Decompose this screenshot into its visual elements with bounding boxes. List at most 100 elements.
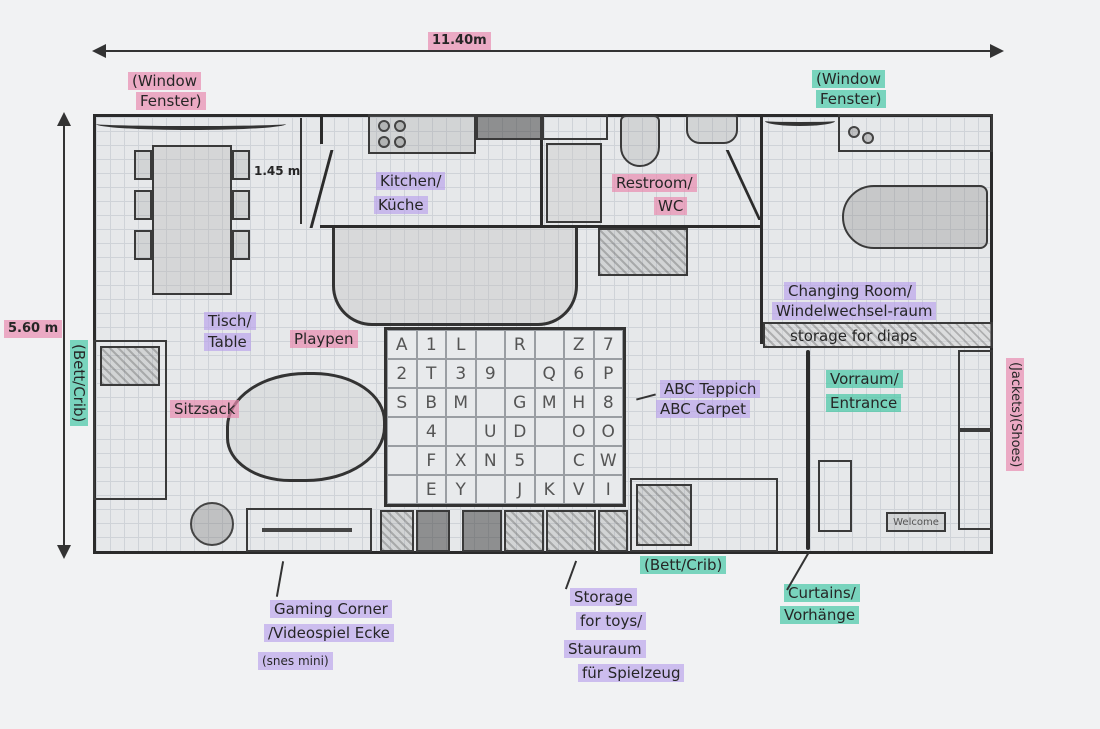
carpet-cell: 7: [593, 330, 623, 359]
kitchen-restroom-divider: [540, 140, 543, 228]
carpet-cell: M: [534, 388, 564, 417]
carpet-cell: 9: [475, 359, 505, 388]
carpet-cell: 1: [416, 330, 446, 359]
carpet-cell: [475, 388, 505, 417]
carpet-cell: [387, 446, 417, 475]
carpet-cell: P: [593, 359, 623, 388]
height-label: 5.60 m: [4, 320, 63, 338]
carpet-cell: M: [446, 388, 476, 417]
carpet-cell: K: [534, 475, 564, 504]
burner-icon: [394, 120, 406, 132]
carpet-cell: V: [564, 475, 594, 504]
carpet-cell: 4: [416, 417, 446, 446]
coat-rack: [958, 430, 993, 530]
arrow-up-icon: [57, 112, 71, 126]
kitchen-label-1: Kitchen/: [376, 172, 446, 190]
side-table-icon: [818, 460, 852, 532]
restroom-label-1: Restroom/: [612, 174, 697, 192]
chair-icon: [232, 190, 250, 220]
curtains-label-1: Curtains/: [784, 584, 860, 602]
carpet-cell: E: [416, 475, 446, 504]
restroom-wall-bottom: [540, 225, 760, 228]
changing-counter-icon: [838, 114, 993, 152]
toy-storage-bin: [462, 510, 502, 552]
gaming-label-3: (snes mini): [258, 652, 333, 670]
window-right-label-2: Fenster): [816, 90, 886, 108]
arrow-left-icon: [92, 44, 106, 58]
kitchen-depth-label: 1.45 m: [254, 164, 301, 178]
carpet-cell: [475, 330, 505, 359]
teddy-icon: [190, 502, 234, 546]
carpet-cell: [534, 446, 564, 475]
counter-icon: [476, 114, 542, 140]
jackets-shoes-label: (Jackets)(Shoes): [1006, 358, 1024, 472]
dining-table: [152, 145, 232, 295]
carpet-cell: H: [564, 388, 594, 417]
cabinet-icon: [598, 228, 688, 276]
chair-icon: [232, 150, 250, 180]
welcome-mat-label: Welcome: [893, 516, 939, 528]
shoe-rack: [958, 350, 993, 430]
crib-bottom: [630, 478, 778, 552]
carpet-cell: [505, 359, 535, 388]
crib-bottom-label: (Bett/Crib): [640, 556, 727, 574]
toy-storage-label-2: for toys/: [576, 612, 647, 630]
chair-icon: [134, 190, 152, 220]
toy-storage-label-3: Stauraum: [564, 640, 646, 658]
diaper-storage-shelf: [763, 322, 993, 348]
shower-icon: [546, 143, 602, 223]
carpet-cell: G: [505, 388, 535, 417]
kitchen-label-2: Küche: [374, 196, 428, 214]
kitchen-wall-bottom: [320, 225, 540, 228]
carpet-cell: B: [416, 388, 446, 417]
crib-left: [93, 340, 167, 500]
carpet-cell: 3: [446, 359, 476, 388]
carpet-cell: U: [475, 417, 505, 446]
entrance-curtain-wall: [806, 350, 810, 550]
carpet-cell: [387, 475, 417, 504]
playpen: [332, 228, 578, 326]
kitchen-depth-line: [300, 118, 302, 224]
width-label: 11.40m: [428, 32, 491, 50]
carpet-cell: Q: [534, 359, 564, 388]
carpet-cell: T: [416, 359, 446, 388]
toy-storage-bin: [380, 510, 414, 552]
changing-room-label-1: Changing Room/: [784, 282, 916, 300]
changing-room-label-2: Windelwechsel-raum: [772, 302, 937, 320]
window-left-label-2: Fenster): [136, 92, 206, 110]
carpet-cell: 8: [593, 388, 623, 417]
bathtub-icon: [842, 185, 988, 249]
window-left-icon: [96, 118, 286, 130]
basin-icon: [848, 126, 860, 138]
burner-icon: [378, 136, 390, 148]
chair-icon: [134, 150, 152, 180]
arrow-down-icon: [57, 545, 71, 559]
carpet-cell: A: [387, 330, 417, 359]
carpet-cell: Z: [564, 330, 594, 359]
carpet-cell: [387, 417, 417, 446]
carpet-cell: Y: [446, 475, 476, 504]
tv-stand: [246, 508, 372, 552]
entrance-label-2: Entrance: [826, 394, 902, 412]
chair-icon: [134, 230, 152, 260]
carpet-cell: I: [593, 475, 623, 504]
carpet-cell: D: [505, 417, 535, 446]
carpet-cell: [534, 417, 564, 446]
toy-storage-label-4: für Spielzeug: [578, 664, 685, 682]
toy-storage-label-1: Storage: [570, 588, 637, 606]
toy-storage-bin: [598, 510, 628, 552]
carpet-cell: 5: [505, 446, 535, 475]
curtains-label-2: Vorhänge: [780, 606, 860, 624]
basin-icon: [862, 132, 874, 144]
beanbag: [226, 372, 386, 482]
burner-icon: [394, 136, 406, 148]
entrance-label-1: Vorraum/: [826, 370, 903, 388]
carpet-cell: X: [446, 446, 476, 475]
table-label-2: Table: [204, 333, 251, 351]
carpet-cell: [475, 475, 505, 504]
carpet-cell: R: [505, 330, 535, 359]
carpet-cell: W: [593, 446, 623, 475]
height-dimension-line: [63, 118, 65, 554]
carpet-cell: C: [564, 446, 594, 475]
carpet-cell: J: [505, 475, 535, 504]
